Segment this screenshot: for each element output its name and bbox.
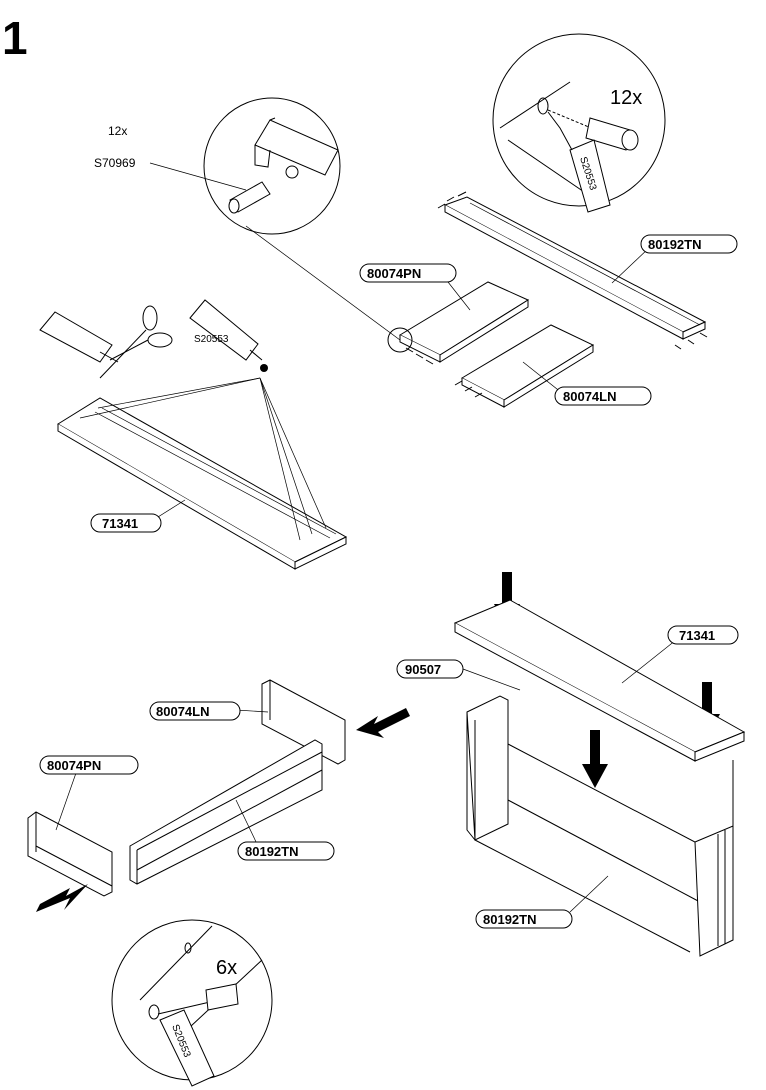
part-back-panel-lower [129, 739, 323, 885]
glue-quantity-bottom: 6x [216, 957, 237, 979]
glue-code-tube: S20553 [194, 334, 229, 345]
part-side-right-lower [261, 679, 346, 765]
glue-detail-callout-bottom: S20553 6x [111, 919, 273, 1087]
label-box-side-left-lower [39, 755, 139, 775]
part-top-board-lower [453, 599, 746, 762]
arrow-down-icon [582, 730, 608, 788]
leader-back-panel-upper [611, 246, 651, 284]
arrow-left-icon [356, 708, 410, 738]
leader-side-right-upper [522, 361, 563, 394]
label-box-side-right-lower [149, 701, 241, 721]
scissors-icon [99, 305, 173, 379]
label-box-side-right-upper [554, 386, 652, 406]
glue-detail-callout-top: S20553 12x [492, 33, 666, 213]
leader-side-left-lower [55, 772, 77, 831]
leader-side-right-lower [235, 709, 269, 713]
part-frame-lower [466, 695, 734, 957]
leader-top-board-lower [621, 639, 677, 684]
label-side-left-upper: 80074PN [367, 266, 421, 281]
step-number: 1 [2, 12, 28, 64]
label-back-panel-upper: 80192TN [648, 237, 701, 252]
label-box-back-panel-upper [640, 234, 738, 254]
arrow-right-icon [36, 884, 88, 912]
dowel-pins-upper [437, 191, 708, 350]
dowel-leader-line [149, 162, 247, 191]
part-top-board-upper [57, 377, 348, 570]
leader-bottom-panel-lower [569, 875, 609, 913]
label-side-right-lower: 80074LN [156, 704, 209, 719]
label-frame-lower: 90507 [405, 662, 441, 677]
leader-back-panel-lower [235, 799, 259, 847]
part-side-left-lower [27, 811, 113, 897]
part-side-left-upper [387, 281, 530, 365]
part-side-right-upper [454, 324, 595, 408]
glue-quantity-top: 12x [610, 87, 642, 109]
part-back-panel-upper [437, 191, 708, 350]
label-box-top-board-lower [667, 625, 739, 645]
label-top-board-lower: 71341 [679, 628, 715, 643]
label-bottom-panel-lower: 80192TN [483, 912, 536, 927]
glue-scissors-illustration: S20553 [39, 299, 268, 379]
label-side-right-upper: 80074LN [563, 389, 616, 404]
label-box-top-board-upper [90, 513, 162, 533]
detail-pointer-line [245, 225, 401, 341]
glue-tube-icon: S20553 [189, 299, 268, 372]
label-side-left-lower: 80074PN [47, 758, 101, 773]
label-box-bottom-panel-lower [475, 909, 573, 929]
label-box-back-panel-lower [237, 841, 335, 861]
label-back-panel-lower: 80192TN [245, 844, 298, 859]
leader-frame-lower [462, 668, 521, 691]
label-top-board-upper: 71341 [102, 516, 138, 531]
label-box-side-left-upper [359, 263, 457, 283]
dowel-code: S70969 [94, 156, 136, 170]
leader-side-left-upper [447, 281, 471, 311]
dowel-quantity: 12x [108, 124, 127, 138]
dowel-detail-callout [203, 97, 401, 341]
label-box-frame-lower [396, 659, 464, 679]
